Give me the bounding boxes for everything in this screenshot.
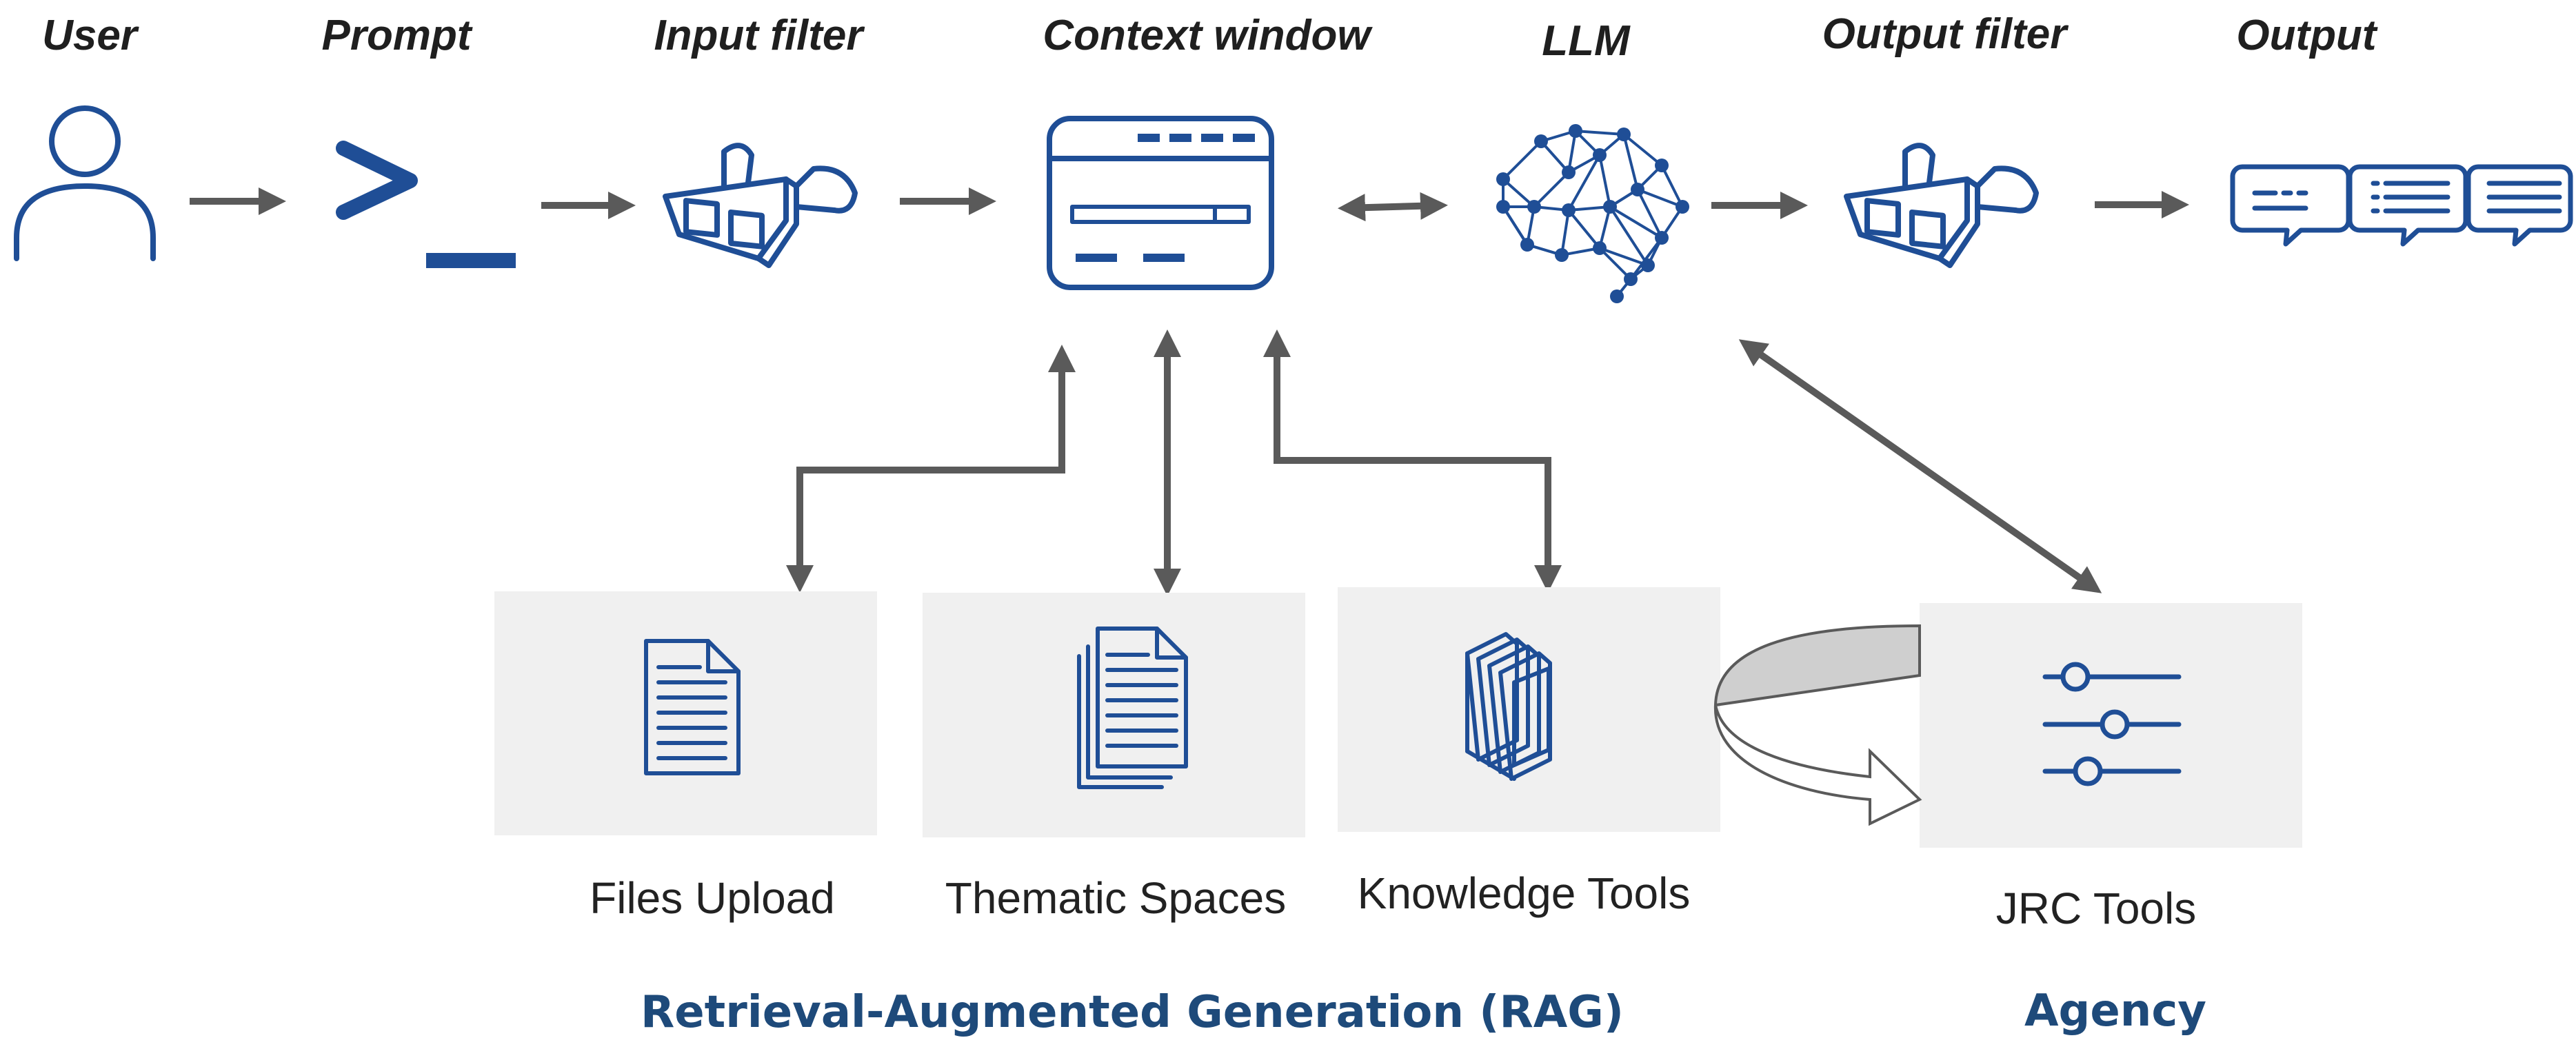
glasses-icon (663, 143, 858, 268)
step-label-output-filter: Output filter (1822, 10, 2069, 58)
books-icon (1465, 632, 1552, 781)
chat-bubbles-icon (2230, 164, 2573, 247)
arrow-context-files-upload (786, 345, 1076, 593)
user-icon (14, 105, 156, 261)
step-label-output: Output (2236, 12, 2377, 59)
arrow-llm-jrc-tools (1738, 339, 2102, 593)
step-label-input-filter: Input filter (654, 12, 865, 59)
source-label-thematic-spaces: Thematic Spaces (945, 873, 1286, 923)
group-label-rag: Retrieval-Augmented Generation (RAG) (641, 987, 1624, 1038)
documents-stack-icon (1077, 627, 1188, 789)
document-icon (644, 639, 741, 775)
step-label-user: User (42, 12, 139, 59)
window-icon (1047, 116, 1274, 290)
source-label-jrc-tools: JRC Tools (1996, 884, 2196, 933)
step-label-context-window: Context window (1043, 12, 1373, 59)
loop-arrow (1713, 624, 1922, 826)
step-label-llm: LLM (1542, 17, 1631, 65)
source-label-knowledge-tools: Knowledge Tools (1358, 868, 1691, 918)
group-label-agency: Agency (2024, 986, 2206, 1037)
prompt-icon (336, 141, 516, 268)
brain-network-icon (1496, 124, 1689, 303)
step-label-prompt: Prompt (322, 12, 473, 59)
glasses-icon (1844, 143, 2039, 268)
sliders-icon (2042, 662, 2182, 786)
source-label-files-upload: Files Upload (590, 873, 835, 923)
arrow-context-llm (1338, 192, 1448, 222)
arrow-context-knowledge-tools (1263, 329, 1562, 593)
